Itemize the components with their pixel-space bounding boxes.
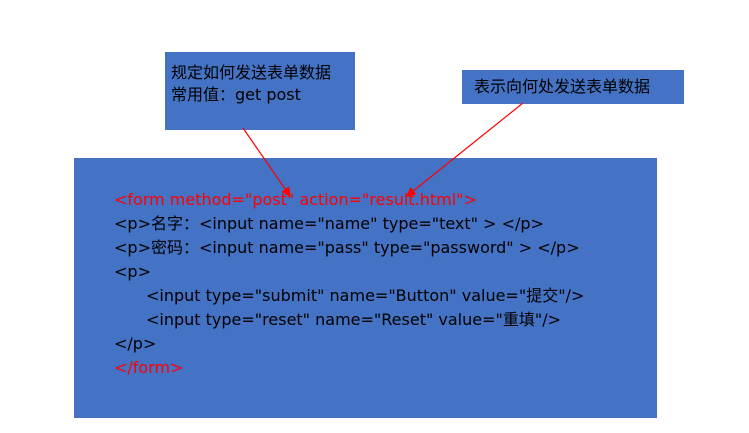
action-callout: 表示向何处发送表单数据 [462, 70, 684, 104]
method-callout: 规定如何发送表单数据 常用值：get post [165, 52, 355, 130]
code-line-form-open: <form method="post" action="result.html"… [114, 190, 477, 209]
method-callout-line2: 常用值：get post [171, 85, 301, 104]
method-callout-line1: 规定如何发送表单数据 [171, 63, 332, 82]
code-line-p-open: <p> [114, 262, 151, 281]
code-line-name-field: <p>名字：<input name="name" type="text" > <… [114, 214, 544, 233]
code-line-password-field: <p>密码：<input name="pass" type="password"… [114, 238, 580, 257]
code-line-submit-input: <input type="submit" name="Button" value… [146, 286, 585, 305]
code-panel: <form method="post" action="result.html"… [74, 158, 657, 418]
action-callout-text: 表示向何处发送表单数据 [474, 77, 651, 96]
code-line-p-close: </p> [114, 334, 157, 353]
code-line-form-close: </form> [114, 358, 184, 377]
code-line-reset-input: <input type="reset" name="Reset" value="… [146, 310, 562, 329]
